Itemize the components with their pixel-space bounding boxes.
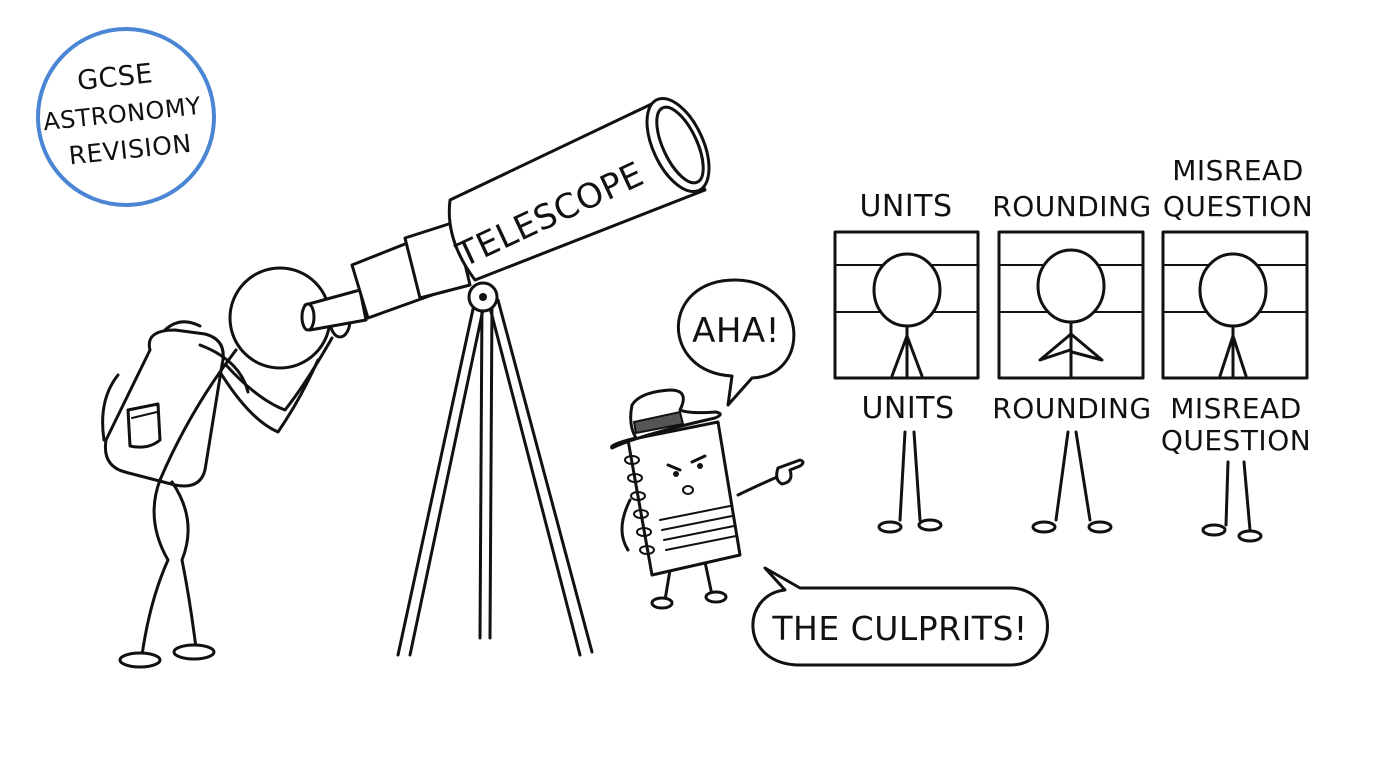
suspect-misread-question: MISREAD QUESTION MISREAD QUESTION xyxy=(1161,154,1313,543)
suspect-3-sign-line1: MISREAD xyxy=(1172,154,1304,187)
culprits-text: THE CULPRITS! xyxy=(771,609,1027,648)
suspect-units: UNITS UNITS xyxy=(833,189,980,534)
suspect-3-placard-line2: QUESTION xyxy=(1161,424,1311,457)
culprits-speech-bubble: THE CULPRITS! xyxy=(751,566,1049,667)
suspect-rounding: ROUNDING ROUNDING xyxy=(992,190,1151,534)
aha-text: AHA! xyxy=(692,311,780,351)
badge-line-1: GCSE xyxy=(76,58,155,97)
suspect-1-sign-line2: UNITS xyxy=(859,189,952,224)
stick-figure-astronomer xyxy=(101,266,352,669)
suspect-lineup: UNITS UNITS ROUNDING ROUND xyxy=(833,154,1313,543)
badge-line-3: REVISION xyxy=(67,129,193,171)
backpack-icon xyxy=(101,320,225,488)
suspect-1-placard-line1: UNITS xyxy=(861,391,954,426)
suspect-2-sign-line2: ROUNDING xyxy=(992,190,1151,223)
notebook-detective-icon xyxy=(610,388,805,610)
suspect-2-placard-line1: ROUNDING xyxy=(992,392,1151,425)
aha-speech-bubble: AHA! xyxy=(676,278,796,407)
badge-ring xyxy=(36,27,216,207)
revision-badge: GCSE ASTRONOMY REVISION xyxy=(36,27,216,207)
suspect-3-placard-line1: MISREAD xyxy=(1170,392,1302,425)
suspect-3-sign-line2: QUESTION xyxy=(1163,190,1313,223)
